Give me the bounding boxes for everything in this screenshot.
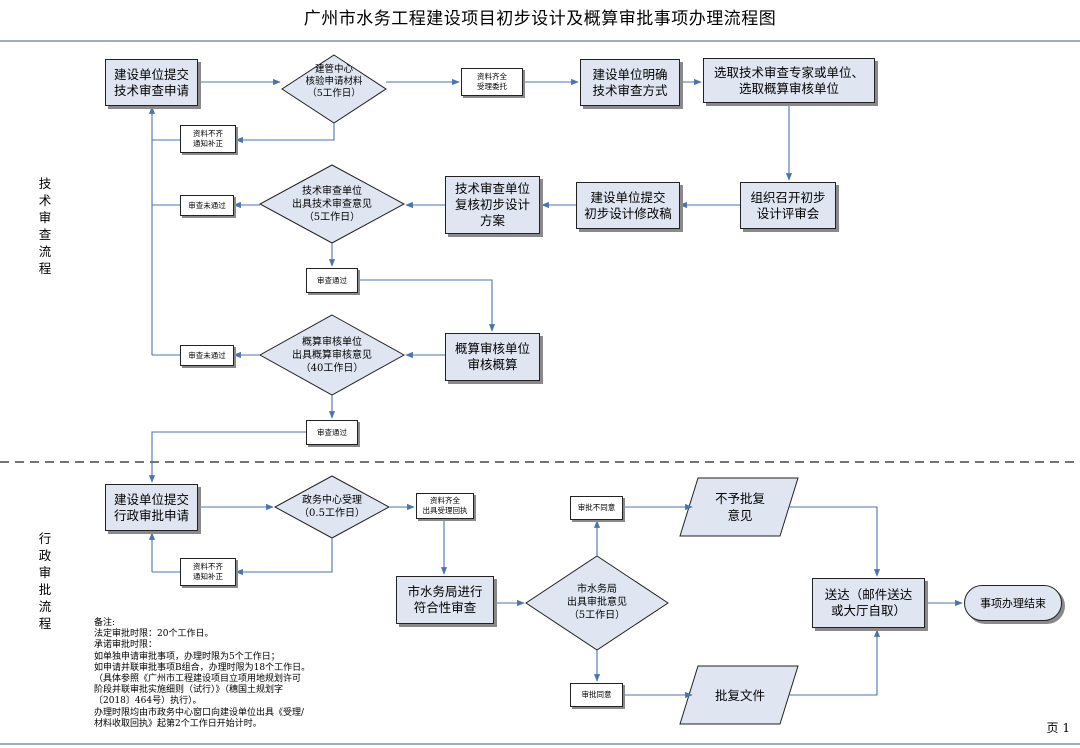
- notes-block: 备注: 法定审批时限：20个工作日。 承诺审批时限： 如单独申请审批事项，办理时…: [94, 618, 364, 730]
- node-tech-incomplete: 资料不齐 通知补正: [180, 125, 236, 153]
- node-review-meeting: 组织召开初步 设计评审会: [740, 182, 836, 229]
- edge-check-incomplete: [235, 123, 335, 144]
- node-clarify-method: 建设单位明确 技术审查方式: [580, 59, 680, 106]
- note-line: 〔2018〕464号）执行）。: [94, 696, 202, 707]
- page-title: 广州市水务工程建设项目初步设计及概算审批事项办理流程图: [303, 9, 777, 29]
- edge-pass-budget: [358, 279, 496, 332]
- note-line: 法定审批时限：20个工作日。: [94, 629, 214, 640]
- node-budget-review: 概算审核单位 审核概算: [445, 333, 540, 381]
- edge-gov-incomplete: [235, 538, 333, 576]
- no-approval-parallelogram: [679, 477, 799, 537]
- node-admin-incomplete: 资料不齐 通知补正: [180, 558, 236, 586]
- note-line: 材料收取回执》起第2个工作日开始计时。: [94, 718, 262, 729]
- gov-accept-diamond: [273, 475, 391, 539]
- note-line: （具体参照《广州市工程建设项目立项用地规划许可: [94, 674, 302, 685]
- approval-doc-parallelogram: [679, 665, 799, 725]
- lane-label-administrative: 行政审批流程: [38, 531, 52, 631]
- node-budget-pass: 审查通过: [306, 420, 358, 445]
- edge-pass-admin: [148, 431, 306, 483]
- node-budget-fail: 审查未通过: [180, 345, 234, 366]
- node-tech-submit: 建设单位提交 技术审查申请: [105, 59, 198, 106]
- node-tech-accept: 资料齐全 受理委托: [461, 68, 523, 96]
- budget-opinion-diamond: [258, 314, 406, 396]
- note-line: 承诺审批时限：: [94, 640, 158, 651]
- node-tech-pass: 审查通过: [306, 268, 358, 293]
- node-deliver: 送达（邮件送达 或大厅自取）: [812, 578, 925, 628]
- node-submit-revision: 建设单位提交 初步设计修改稿: [576, 182, 680, 229]
- note-line: 如单独申请审批事项，办理时限为5个工作日；: [94, 651, 280, 662]
- note-line: 如申请并联审批事项B组合，办理时限为18个工作日。: [94, 662, 311, 673]
- note-line: 办理时限均由市政务中心窗口向建设单位出具《受理/: [94, 707, 305, 718]
- edge-doc-deliver: [789, 629, 881, 696]
- node-recheck-plan: 技术审查单位 复核初步设计 方案: [445, 176, 540, 234]
- node-admin-accept: 资料齐全 出具受理回执: [416, 493, 474, 519]
- lane-label-technical: 技术审查流程: [38, 176, 52, 276]
- tech-check-diamond: [281, 54, 387, 124]
- node-not-agree: 审批不同意: [570, 496, 623, 520]
- note-line: 备注:: [94, 618, 116, 628]
- approval-opinion-diamond: [525, 555, 669, 651]
- node-compliance-review: 市水务局进行 符合性审查: [396, 576, 494, 624]
- node-tech-fail: 审查未通过: [180, 195, 234, 216]
- node-end: 事项办理结束: [964, 585, 1062, 621]
- page-number: 页 1: [1046, 721, 1070, 735]
- edge-nodoc-deliver: [789, 506, 881, 577]
- node-agree: 审批同意: [570, 683, 623, 707]
- note-line: 阶段并联审批实施细则（试行）》（穗国土规划字: [94, 685, 284, 696]
- node-admin-submit: 建设单位提交 行政审批申请: [105, 484, 198, 531]
- node-select-experts: 选取技术审查专家或单位、 选取概算审核单位: [703, 58, 875, 103]
- tech-opinion-diamond: [258, 164, 406, 244]
